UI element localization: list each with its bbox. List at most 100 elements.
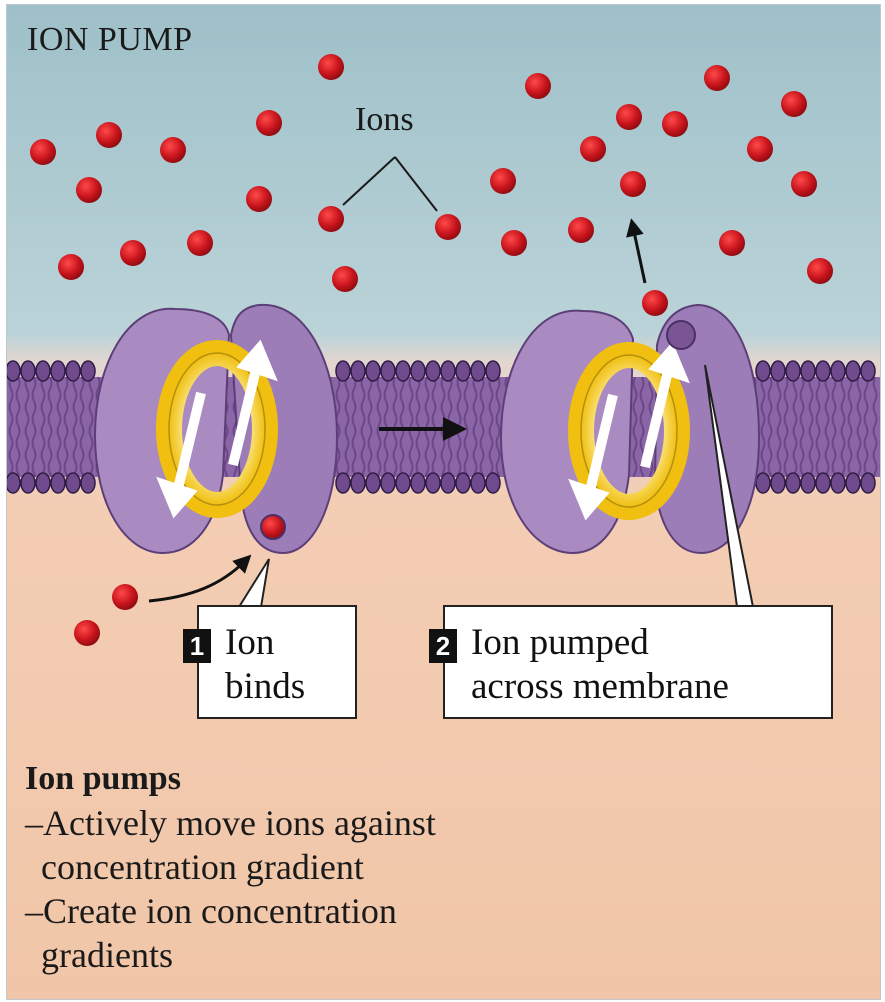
phospholipid-head <box>21 361 35 381</box>
phospholipid-head <box>756 361 770 381</box>
caption-point-1-cont: concentration gradient <box>25 845 865 889</box>
phospholipid-head <box>411 473 425 493</box>
ion <box>525 73 551 99</box>
phospholipid-head <box>66 361 80 381</box>
phospholipid-head <box>471 361 485 381</box>
ions-label: Ions <box>355 101 414 139</box>
phospholipid-head <box>426 361 440 381</box>
ion <box>58 254 84 280</box>
phospholipid-head <box>756 473 770 493</box>
phospholipid-head <box>846 473 860 493</box>
caption-point-1: –Actively move ions against <box>25 801 865 845</box>
phospholipid-head <box>351 473 365 493</box>
phospholipid-head <box>456 473 470 493</box>
phospholipid-head <box>51 361 65 381</box>
phospholipid-head <box>456 361 470 381</box>
phospholipid-head <box>471 473 485 493</box>
ion-bound <box>261 515 285 539</box>
ion <box>620 171 646 197</box>
phospholipid-head <box>336 361 350 381</box>
phospholipid-head <box>486 473 500 493</box>
phospholipid-head <box>336 473 350 493</box>
ion <box>160 137 186 163</box>
ion <box>74 620 100 646</box>
phospholipid-head <box>366 473 380 493</box>
ion <box>435 214 461 240</box>
ion <box>256 110 282 136</box>
step-2-line-1: Ion pumped <box>471 621 831 665</box>
phospholipid-head <box>786 361 800 381</box>
phospholipid-head <box>411 361 425 381</box>
step-1-callout: 1 Ion binds <box>197 605 357 719</box>
ion <box>246 186 272 212</box>
phospholipid-head <box>381 473 395 493</box>
ion <box>76 177 102 203</box>
phospholipid-head <box>771 473 785 493</box>
ion <box>318 206 344 232</box>
phospholipid-head <box>426 473 440 493</box>
phospholipid-head <box>861 361 875 381</box>
ion <box>791 171 817 197</box>
ion <box>642 290 668 316</box>
ion <box>490 168 516 194</box>
phospholipid-head <box>81 473 95 493</box>
caption-point-2: –Create ion concentration <box>25 889 865 933</box>
phospholipid-head <box>816 473 830 493</box>
step-1-number: 1 <box>183 629 211 663</box>
phospholipid-head <box>366 361 380 381</box>
phospholipid-head <box>846 361 860 381</box>
phospholipid-head <box>771 361 785 381</box>
ion-pump-figure: ION PUMP Ions 1 Ion binds 2 Ion pumped a… <box>6 4 881 1000</box>
ion <box>662 111 688 137</box>
phospholipid-head <box>396 473 410 493</box>
phospholipid-head <box>396 361 410 381</box>
step-1-line-1: Ion <box>225 621 355 665</box>
caption-heading: Ion pumps <box>25 757 865 801</box>
phospholipid-head <box>351 361 365 381</box>
step-2-number: 2 <box>429 629 457 663</box>
ion <box>187 230 213 256</box>
ion <box>580 136 606 162</box>
ion <box>616 104 642 130</box>
diagram-title: ION PUMP <box>27 21 193 59</box>
phospholipid-head <box>441 361 455 381</box>
phospholipid-head <box>36 361 50 381</box>
caption: Ion pumps –Actively move ions against co… <box>25 757 865 977</box>
step-2-callout: 2 Ion pumped across membrane <box>443 605 833 719</box>
ion <box>719 230 745 256</box>
phospholipid-head <box>831 473 845 493</box>
ion <box>704 65 730 91</box>
phospholipid-head <box>21 473 35 493</box>
ion <box>332 266 358 292</box>
ion-pump-protein-2 <box>501 305 759 553</box>
phospholipid-head <box>66 473 80 493</box>
phospholipid-head <box>7 361 20 381</box>
ion <box>747 136 773 162</box>
phospholipid-head <box>51 473 65 493</box>
ion <box>120 240 146 266</box>
phospholipid-head <box>786 473 800 493</box>
phospholipid-head <box>801 361 815 381</box>
phospholipid-head <box>441 473 455 493</box>
ion <box>96 122 122 148</box>
ion <box>501 230 527 256</box>
pump-2-binding-site <box>667 321 695 349</box>
phospholipid-head <box>486 361 500 381</box>
phospholipid-head <box>861 473 875 493</box>
ion <box>30 139 56 165</box>
ion <box>781 91 807 117</box>
ion <box>568 217 594 243</box>
phospholipid-head <box>816 361 830 381</box>
ion <box>807 258 833 284</box>
caption-point-2-cont: gradients <box>25 933 865 977</box>
ion <box>318 54 344 80</box>
step-1-line-2: binds <box>225 665 355 709</box>
phospholipid-head <box>381 361 395 381</box>
phospholipid-head <box>7 473 20 493</box>
ion <box>112 584 138 610</box>
phospholipid-head <box>36 473 50 493</box>
step-2-line-2: across membrane <box>471 665 831 709</box>
phospholipid-head <box>81 361 95 381</box>
ion-pump-protein-1 <box>95 305 337 553</box>
phospholipid-head <box>831 361 845 381</box>
